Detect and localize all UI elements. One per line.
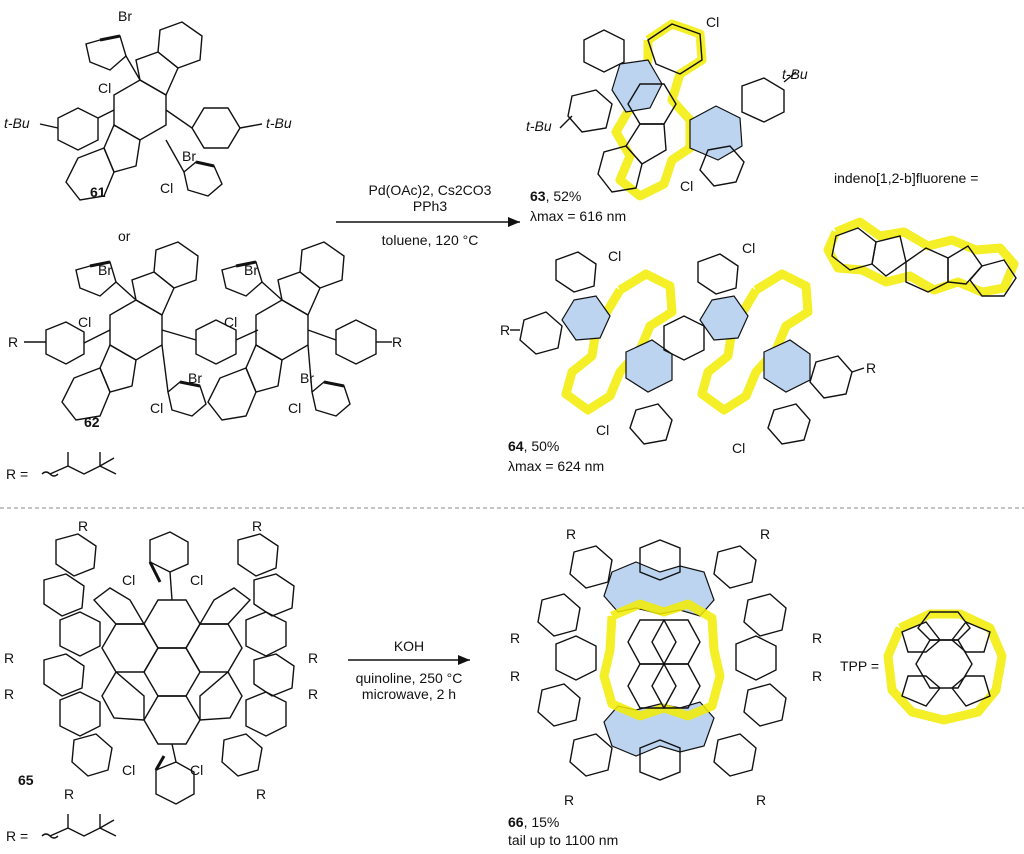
product-63-lambda: λmax = 616 nm — [530, 208, 627, 224]
product-64-cl-1: Cl — [608, 248, 622, 264]
compound-61-number: 61 — [90, 184, 106, 200]
compound-62-cl-2: Cl — [150, 400, 164, 416]
compound-65-r-6: R — [308, 686, 319, 702]
product-66-tail: tail up to 1100 nm — [508, 832, 619, 848]
product-64-r-left: R — [500, 322, 511, 338]
compound-62-r-left: R — [8, 334, 19, 350]
compound-61-cl1: Cl — [98, 80, 112, 96]
compound-61-tbu-right: t-Bu — [266, 115, 292, 131]
product-63-yield: 63, 52% — [530, 188, 581, 204]
compound-65-r-2: R — [252, 518, 263, 534]
product-66-structure — [537, 539, 787, 781]
indenofluorene-structure — [823, 217, 1019, 297]
compound-65-r-8: R — [256, 786, 267, 802]
compound-61-tbu-left: t-Bu — [4, 115, 30, 131]
compound-61-structure — [39, 21, 263, 201]
conditions-bottom-reagent: KOH — [393, 638, 425, 654]
conditions-top-line2: PPh3 — [412, 198, 448, 214]
product-64-structure — [510, 251, 865, 445]
product-63-yield-value: , 52% — [545, 188, 582, 204]
product-64-r-right: R — [866, 360, 877, 376]
conditions-bottom-line2: quinoline, 250 °C — [355, 670, 463, 686]
product-64-lambda: λmax = 624 nm — [508, 458, 605, 474]
compound-61-br1: Br — [118, 8, 132, 24]
product-63-structure — [559, 19, 797, 201]
product-63-cl-bottom: Cl — [680, 178, 694, 194]
reaction-arrow-bottom — [348, 655, 470, 665]
product-66-r-2: R — [760, 526, 771, 542]
compound-62-cl-4: Cl — [288, 400, 302, 416]
product-66-r-7: R — [564, 792, 575, 808]
product-64-cl-4: Cl — [732, 440, 746, 456]
product-66-yield: 66, 15% — [508, 814, 559, 830]
indenofluorene-label: indeno[1,2-b]fluorene = — [834, 170, 979, 186]
r-definition-top: R = — [6, 466, 29, 482]
r-group-neopentyl-top — [41, 452, 117, 477]
compound-65-r-7: R — [64, 786, 75, 802]
compound-65-r-4: R — [308, 650, 319, 666]
product-64-yield: 64, 50% — [508, 438, 559, 454]
compound-62-r-right: R — [392, 334, 403, 350]
conditions-top-line1: Pd(OAc)2, Cs2CO3 — [368, 182, 492, 198]
compound-62-br-1: Br — [98, 262, 112, 278]
product-64-cl-3: Cl — [596, 422, 610, 438]
product-64-number: 64 — [508, 438, 524, 454]
tpp-structure — [883, 609, 1007, 725]
product-66-number: 66 — [508, 814, 524, 830]
product-63-cl-top: Cl — [706, 14, 720, 30]
compound-62-structure — [24, 241, 392, 421]
r-definition-bottom: R = — [6, 828, 29, 844]
compound-65-cl-1: Cl — [122, 572, 136, 588]
compound-62-br-2: Br — [188, 370, 202, 386]
product-66-r-8: R — [756, 792, 767, 808]
compound-65-cl-2: Cl — [190, 572, 204, 588]
product-66-r-5: R — [510, 668, 521, 684]
compound-65-r-5: R — [4, 686, 15, 702]
product-66-r-1: R — [566, 526, 577, 542]
product-63-number: 63 — [530, 188, 546, 204]
compound-65-cl-3: Cl — [122, 762, 136, 778]
compound-62-cl-1: Cl — [78, 314, 92, 330]
conditions-bottom-line3: microwave, 2 h — [361, 686, 457, 702]
compound-62-cl-3: Cl — [224, 314, 238, 330]
compound-62-br-3: Br — [244, 262, 258, 278]
product-66-r-4: R — [812, 630, 823, 646]
tpp-label: TPP = — [840, 658, 880, 674]
product-63-tbu-left: t-Bu — [526, 118, 552, 134]
conditions-top-line3: toluene, 120 °C — [381, 232, 479, 248]
compound-62-br-4: Br — [300, 370, 314, 386]
product-66-r-3: R — [510, 630, 521, 646]
compound-61-br2: Br — [182, 148, 196, 164]
compound-65-number: 65 — [18, 772, 34, 788]
compound-65-structure — [43, 531, 295, 805]
compound-65-cl-4: Cl — [190, 762, 204, 778]
compound-65-r-1: R — [78, 518, 89, 534]
compound-62-number: 62 — [84, 414, 100, 430]
reaction-arrow-top — [336, 217, 520, 227]
compound-65-r-3: R — [4, 650, 15, 666]
product-66-r-6: R — [812, 668, 823, 684]
product-64-cl-2: Cl — [742, 240, 756, 256]
r-group-neopentyl-bottom — [41, 814, 117, 839]
product-63-tbu-right: t-Bu — [782, 66, 808, 82]
compound-61-cl2: Cl — [160, 180, 174, 196]
product-66-yield-value: , 15% — [523, 814, 560, 830]
or-label: or — [118, 228, 131, 244]
product-64-yield-value: , 50% — [523, 438, 560, 454]
